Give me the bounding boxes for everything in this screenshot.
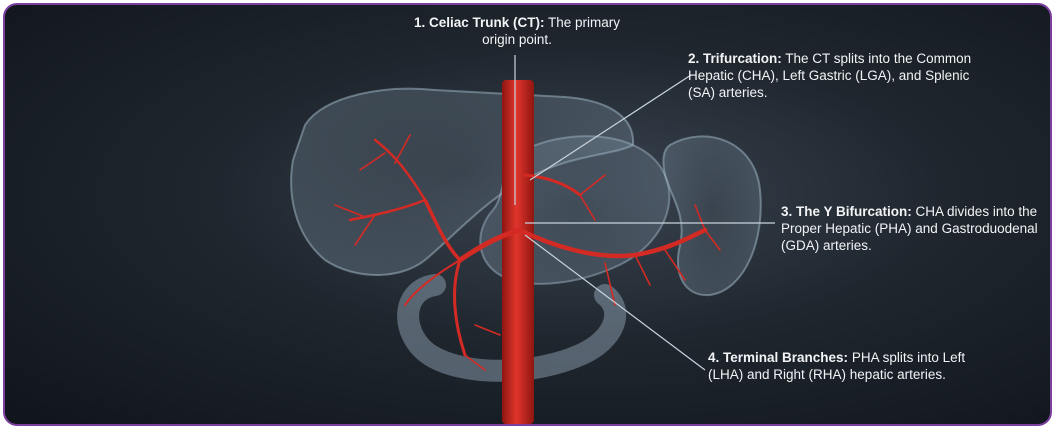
annotation-title: 3. The Y Bifurcation:	[781, 204, 912, 219]
annotation-terminal-branches: 4. Terminal Branches: PHA splits into Le…	[708, 349, 988, 383]
aorta	[502, 80, 534, 424]
annotation-celiac-trunk: 1. Celiac Trunk (CT): The primary origin…	[397, 14, 637, 48]
annotation-trifurcation: 2. Trifurcation: The CT splits into the …	[688, 50, 988, 101]
annotation-title: 1. Celiac Trunk (CT):	[414, 15, 545, 30]
diagram-frame: 1. Celiac Trunk (CT): The primary origin…	[3, 3, 1052, 426]
annotation-title: 2. Trifurcation:	[688, 51, 782, 66]
annotation-title: 4. Terminal Branches:	[708, 350, 848, 365]
annotation-y-bifurcation: 3. The Y Bifurcation: CHA divides into t…	[781, 203, 1043, 254]
spleen-outline	[663, 136, 760, 295]
